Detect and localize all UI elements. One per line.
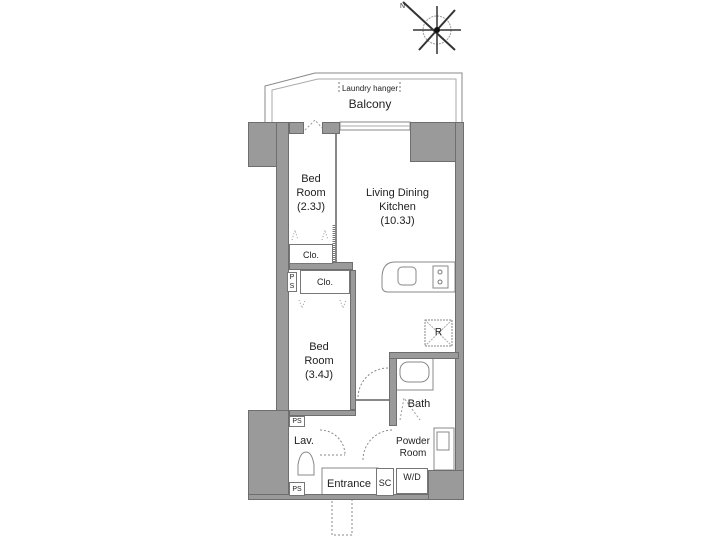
bedroom1-label: Bed Room (2.3J) <box>289 172 333 214</box>
wall-right <box>455 122 464 500</box>
wall-bath-top <box>389 352 459 359</box>
lavatory-label: Lav. <box>294 435 314 447</box>
compass: N <box>395 0 465 55</box>
wall-top-mid1 <box>289 122 304 134</box>
pipe-space-2 <box>289 416 305 427</box>
pipe-space-3 <box>289 482 305 496</box>
powder-room-line2: Room <box>399 448 427 459</box>
washer-dryer <box>396 468 428 494</box>
wall-bedroom2-right <box>350 270 356 410</box>
svg-text:N: N <box>400 3 405 10</box>
entrance-label: Entrance <box>326 478 372 490</box>
washer-dryer-label: W/D <box>403 472 421 482</box>
laundry-hanger-label: Laundry hanger <box>341 84 399 93</box>
bedroom2-line2: Room <box>304 355 334 367</box>
pipe-space-3-label: PS <box>292 486 302 493</box>
powder-room-line1: Powder <box>396 436 430 447</box>
bedroom1-size: (2.3J) <box>296 201 326 213</box>
shoe-closet <box>376 468 394 496</box>
refrigerator-label: R <box>434 327 443 338</box>
bedroom2-size: (3.4J) <box>304 369 334 381</box>
bedroom2-line1: Bed <box>309 341 329 353</box>
closet1-label: Clo. <box>302 250 319 260</box>
wall-left-lower <box>248 410 289 500</box>
pipe-space-1 <box>287 272 297 292</box>
balcony-label: Balcony <box>348 97 392 111</box>
compass-rose-icon: N <box>400 1 461 54</box>
bedroom2-label: Bed Room (3.4J) <box>289 340 349 382</box>
ldk-label: Living Dining Kitchen (10.3J) <box>340 186 455 228</box>
ldk-line2: Kitchen <box>379 201 416 213</box>
wall-bedroom2-bottom <box>289 410 356 416</box>
shoe-closet-label: SC <box>378 478 392 488</box>
ldk-size: (10.3J) <box>380 215 415 227</box>
closet-1 <box>289 244 333 264</box>
wall-bottom-right <box>428 470 464 500</box>
powder-room-label: Powder Room <box>389 436 437 460</box>
wall-left-upper <box>276 122 289 412</box>
closet2-label: Clo. <box>316 277 333 287</box>
closet-2 <box>300 270 350 294</box>
bath-label: Bath <box>407 398 431 410</box>
wall-bath-left <box>389 352 397 426</box>
bedroom1-line2: Room <box>296 187 326 199</box>
pipe-space-2-label: PS <box>292 418 302 425</box>
bedroom1-line1: Bed <box>301 173 321 185</box>
ldk-line1: Living Dining <box>366 187 429 199</box>
wall-top-mid2 <box>322 122 340 134</box>
